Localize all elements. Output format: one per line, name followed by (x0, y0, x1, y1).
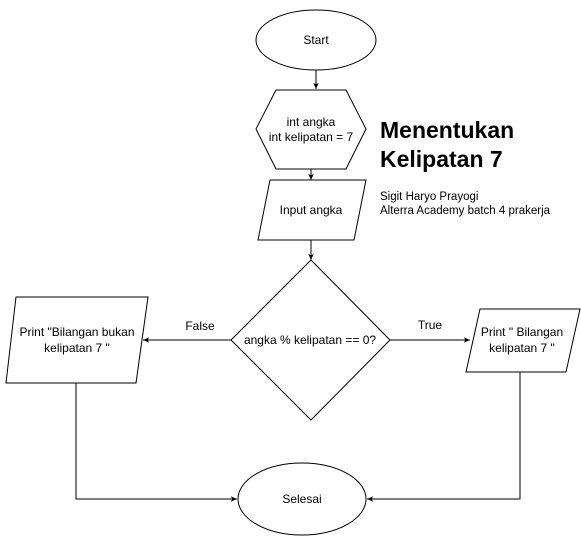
print-true-parallelogram-shape (465, 308, 581, 373)
print-false-label-line-1: Print "Bilangan bukan (19, 325, 134, 339)
start-terminator-shape (255, 9, 377, 71)
node-declare: int angka int kelipatan = 7 (255, 89, 367, 170)
end-label: Selesai (282, 492, 321, 506)
edge-label-true: True (418, 318, 443, 332)
edges (75, 70, 521, 502)
print-true-label-line-2: kelipatan 7 " (489, 341, 555, 355)
author-name: Sigit Haryo Prayogi (380, 191, 479, 203)
edge-true-to-end (367, 372, 521, 502)
node-end: Selesai (237, 462, 367, 536)
node-print-false: Print "Bilangan bukan kelipatan 7 " (5, 296, 149, 384)
print-false-parallelogram-shape (5, 296, 149, 384)
author-info: Sigit Haryo Prayogi Alterra Academy batc… (380, 190, 550, 218)
input-label: Input angka (280, 203, 343, 217)
print-true-label-line-1: Print " Bilangan (481, 325, 563, 339)
edge-label-false: False (185, 319, 215, 333)
title-line-1: Menentukan (380, 117, 515, 143)
declare-label-line-2: int kelipatan = 7 (269, 130, 354, 144)
title-line-2: Kelipatan 7 (380, 146, 503, 172)
node-start: Start (255, 9, 377, 71)
decision-diamond-shape (230, 259, 391, 421)
print-false-label-line-2: kelipatan 7 " (44, 341, 110, 355)
author-affiliation: Alterra Academy batch 4 prakerja (380, 205, 551, 217)
start-label: Start (303, 33, 329, 47)
declare-hexagon-shape (255, 89, 367, 170)
node-print-true: Print " Bilangan kelipatan 7 " (465, 308, 581, 373)
edge-false-to-end (75, 383, 237, 502)
input-parallelogram-shape (257, 179, 367, 241)
diagram-title: Menentukan Kelipatan 7 (380, 116, 514, 174)
node-decision: angka % kelipatan == 0? (230, 259, 391, 421)
end-terminator-shape (237, 462, 367, 536)
declare-label-line-1: int angka (287, 115, 336, 129)
node-input: Input angka (257, 179, 367, 241)
decision-label: angka % kelipatan == 0? (244, 333, 376, 347)
